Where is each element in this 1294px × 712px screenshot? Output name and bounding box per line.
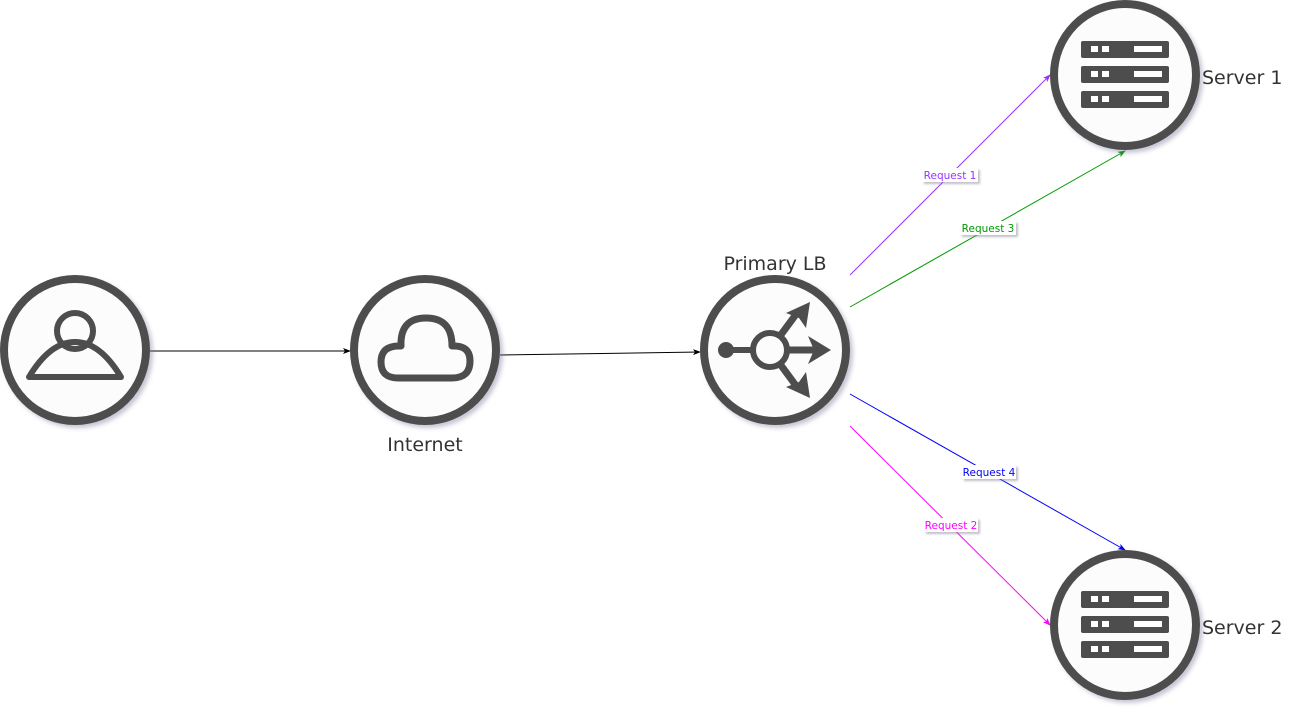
- request-4-label: Request 4: [963, 467, 1016, 479]
- server-icon: [1081, 41, 1169, 108]
- edge-labels: Request 1 Request 3 Request 4 Request 2: [922, 168, 1016, 532]
- node-user[interactable]: [0, 275, 150, 425]
- server-icon: [1081, 591, 1169, 658]
- edge-label-request-2: Request 2: [924, 518, 978, 532]
- internet-label: Internet: [387, 434, 462, 456]
- edge-internet-lb[interactable]: [499, 349, 701, 356]
- request-2-label: Request 2: [925, 520, 978, 532]
- node-internet[interactable]: Internet: [350, 275, 500, 456]
- edge-label-request-1: Request 1: [922, 168, 978, 182]
- cloud-icon: [377, 314, 474, 382]
- node-server-1[interactable]: Server 1: [1050, 0, 1282, 150]
- node-primary-lb[interactable]: Primary LB: [700, 253, 850, 425]
- load-balancer-icon: [718, 302, 831, 398]
- edge-label-request-3: Request 3: [960, 221, 1016, 235]
- user-icon: [26, 310, 124, 380]
- request-3-label: Request 3: [962, 223, 1015, 235]
- primary-lb-label: Primary LB: [723, 253, 826, 275]
- node-server-2[interactable]: Server 2: [1050, 550, 1282, 700]
- server-2-label: Server 2: [1202, 617, 1282, 639]
- edge-label-request-4: Request 4: [962, 465, 1016, 479]
- request-1-label: Request 1: [924, 170, 977, 182]
- edges: [150, 74, 1126, 626]
- server-1-label: Server 1: [1202, 67, 1282, 89]
